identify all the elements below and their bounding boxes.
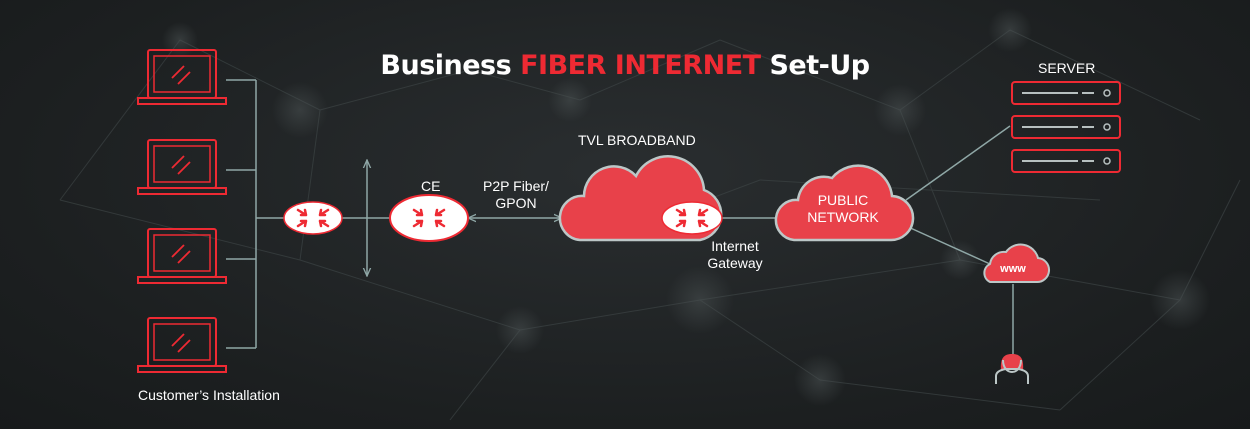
gateway-label-line-1: Internet [711,238,759,254]
public-network-label: PUBLIC NETWORK [798,192,888,226]
public-network-label-line-1: PUBLIC [817,192,869,208]
router-icon-gateway [661,201,723,235]
isp-label: TVL BROADBAND [578,132,696,148]
link-label-line-2: GPON [495,195,537,211]
www-label: www [1000,263,1026,275]
cloud-icon-public-network [774,164,915,242]
link-label: P2P Fiber/ GPON [474,178,558,212]
background-glow-dots [162,8,1210,406]
laptop-icon-4 [137,317,227,373]
server-icon [1011,81,1121,173]
diagram-title: Business FIBER INTERNET Set-Up [0,50,1250,81]
title-accent: FIBER INTERNET [520,50,761,81]
gateway-label: Internet Gateway [700,238,770,272]
laptop-icon-3 [137,228,227,284]
www-cloud-icon [983,243,1050,284]
public-network-label-line-2: NETWORK [807,209,879,225]
router-icon-ce [389,194,469,242]
connector-public-to-server [905,125,1011,201]
ce-label: CE [421,178,441,194]
title-prefix: Business [380,50,521,81]
connectors [226,79,1014,356]
gateway-label-line-2: Gateway [707,255,763,271]
server-label: SERVER [1038,60,1096,76]
customers-label: Customer’s Installation [138,387,280,403]
connector-public-to-www [905,225,991,265]
router-icon-local [283,201,343,235]
laptop-icon-2 [137,139,227,195]
title-suffix: Set-Up [760,50,870,81]
user-icon [995,354,1029,384]
link-label-line-1: P2P Fiber/ [483,178,549,194]
